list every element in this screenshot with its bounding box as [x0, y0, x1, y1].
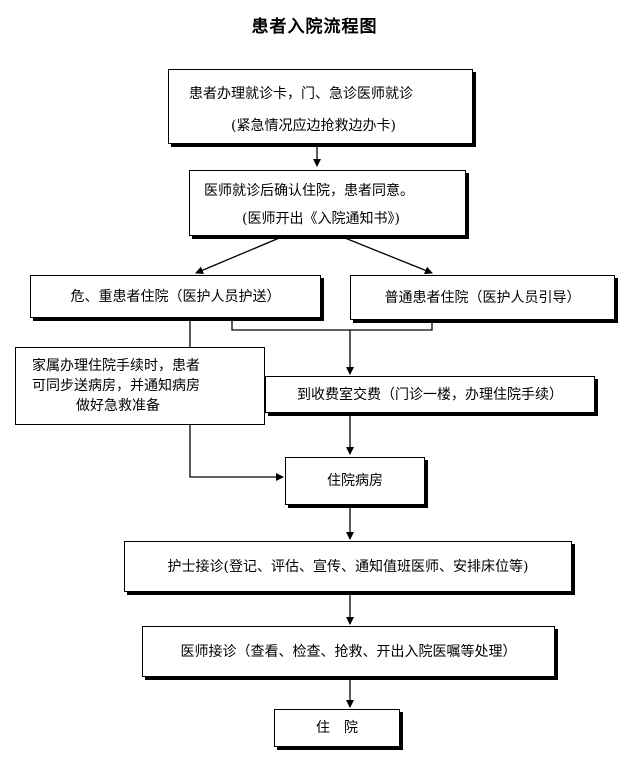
connector-merge-to-cashier — [231, 318, 433, 331]
node-family-procedures-line3: 做好急救准备 — [76, 398, 160, 414]
node-nurse-reception-label: 护士接诊(登记、评估、宣传、通知值班医师、安排床位等) — [167, 558, 529, 575]
node-doctor-reception: 医师接诊（查看、检查、抢救、开出入院医嘱等处理） — [142, 626, 555, 677]
node-doctor-reception-label: 医师接诊（查看、检查、抢救、开出入院医嘱等处理） — [180, 643, 517, 660]
node-admission-confirm-line1: 医师就诊后确认住院，患者同意。 — [204, 183, 414, 199]
node-registration: 患者办理就诊卡，门、急诊医师就诊 (紧急情况应边抢救边办卡) — [168, 69, 473, 144]
node-admission-confirm-line2: (医师开出《入院通知书》) — [242, 211, 400, 227]
node-admission-confirm: 医师就诊后确认住院，患者同意。 (医师开出《入院通知书》) — [189, 170, 466, 236]
node-ward: 住院病房 — [285, 457, 425, 505]
node-ward-label: 住院病房 — [327, 473, 383, 489]
node-ordinary-patient-label: 普通患者住院（医护人员引导） — [384, 289, 581, 306]
node-family-procedures-line1: 家属办理住院手续时，患者 — [32, 358, 200, 374]
node-nurse-reception: 护士接诊(登记、评估、宣传、通知值班医师、安排床位等) — [124, 541, 572, 592]
node-final-label: 住 院 — [316, 720, 358, 736]
node-registration-line1: 患者办理就诊卡，门、急诊医师就诊 — [189, 86, 413, 102]
node-registration-line2: (紧急情况应边抢救边办卡) — [231, 118, 396, 134]
node-family-procedures-line2: 可同步送病房，并通知病房 — [32, 378, 200, 394]
page-title: 患者入院流程图 — [251, 17, 378, 37]
arrow-confirm-to-ordinary — [339, 235, 433, 275]
node-ordinary-patient: 普通患者住院（医护人员引导） — [350, 275, 615, 320]
node-critical-patient-label: 危、重患者住院（医护人员护送） — [70, 288, 281, 305]
node-cashier: 到收费室交费（门诊一楼，办理住院手续） — [265, 376, 595, 413]
node-cashier-label: 到收费室交费（门诊一楼，办理住院手续） — [297, 386, 563, 403]
node-family-procedures: 家属办理住院手续时，患者 可同步送病房，并通知病房 做好急救准备 — [15, 347, 265, 425]
node-critical-patient: 危、重患者住院（医护人员护送） — [30, 275, 321, 318]
arrow-confirm-to-critical — [195, 235, 285, 274]
node-final: 住 院 — [274, 709, 400, 747]
